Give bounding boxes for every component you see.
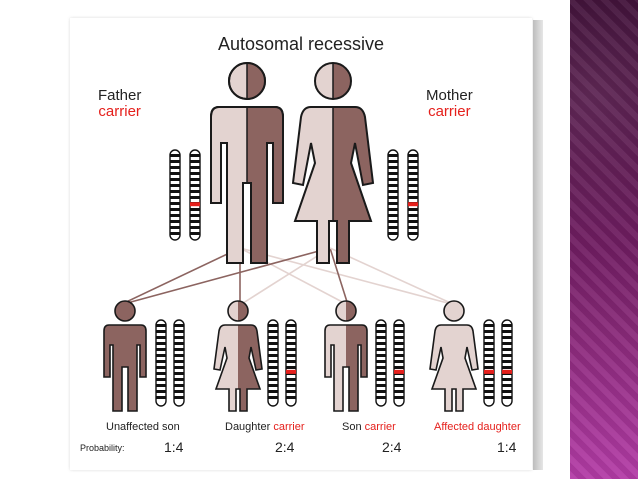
child-4-chromosome-a xyxy=(483,319,495,407)
probability-child-4: 1:4 xyxy=(497,439,517,455)
child-label-2: Daughter carrier xyxy=(225,421,305,433)
child-label-1: Unaffected son xyxy=(106,421,180,433)
father-chromosome-b xyxy=(189,149,201,241)
probability-child-3: 2:4 xyxy=(382,439,402,455)
mother-chromosome-a xyxy=(387,149,399,241)
inheritance-diagram xyxy=(103,62,513,412)
slide-panel: Autosomal recessive Father carrier Mothe… xyxy=(70,18,532,470)
child-2-status: carrier xyxy=(273,421,305,433)
child-2-chromosome-a xyxy=(267,319,279,407)
father-figure xyxy=(210,62,284,264)
mother-label: Mother carrier xyxy=(426,88,473,120)
child-3-chromosome-a xyxy=(375,319,387,407)
child-4-chromosome-b xyxy=(501,319,513,407)
line-mother-child4 xyxy=(329,247,456,306)
line-father-child4 xyxy=(239,247,456,306)
child-1-chromosome-b xyxy=(173,319,185,407)
probability-child-2: 2:4 xyxy=(275,439,295,455)
child-affected-daughter-figure xyxy=(429,300,479,412)
child-son-carrier-figure xyxy=(324,300,368,412)
mother-figure xyxy=(291,62,375,264)
child-1-text: Unaffected son xyxy=(106,421,180,433)
mother-chromosome-b xyxy=(407,149,419,241)
inheritance-lines xyxy=(119,247,456,306)
line-mother-child1 xyxy=(119,247,331,306)
line-mother-child3 xyxy=(329,247,349,306)
father-status: carrier xyxy=(98,103,141,120)
child-4-text: Affected daughter xyxy=(434,421,521,433)
father-name: Father xyxy=(98,87,142,104)
child-2-chromosome-b xyxy=(285,319,297,407)
child-label-3: Son carrier xyxy=(342,421,396,433)
mother-status: carrier xyxy=(428,103,471,120)
decorative-side-panel xyxy=(570,0,638,479)
line-mother-child2 xyxy=(239,247,331,306)
mother-chromosomes xyxy=(387,149,419,241)
children-chromosomes xyxy=(155,319,513,407)
child-3-chromosome-b xyxy=(393,319,405,407)
child-daughter-carrier-figure xyxy=(213,300,263,412)
page-title: Autosomal recessive xyxy=(217,34,385,54)
slide-edge-shadow xyxy=(533,20,543,470)
mother-name: Mother xyxy=(426,87,473,104)
line-father-child1 xyxy=(119,247,241,306)
child-label-4: Affected daughter xyxy=(434,421,521,433)
father-chromosome-a xyxy=(169,149,181,241)
child-2-text: Daughter xyxy=(225,421,271,433)
child-3-status: carrier xyxy=(364,421,396,433)
father-chromosomes xyxy=(169,149,201,241)
child-unaffected-son-figure xyxy=(103,300,147,412)
probability-child-1: 1:4 xyxy=(164,439,184,455)
father-label: Father carrier xyxy=(98,88,141,120)
child-1-chromosome-a xyxy=(155,319,167,407)
probability-label: Probability: xyxy=(80,443,125,453)
child-3-text: Son xyxy=(342,421,362,433)
